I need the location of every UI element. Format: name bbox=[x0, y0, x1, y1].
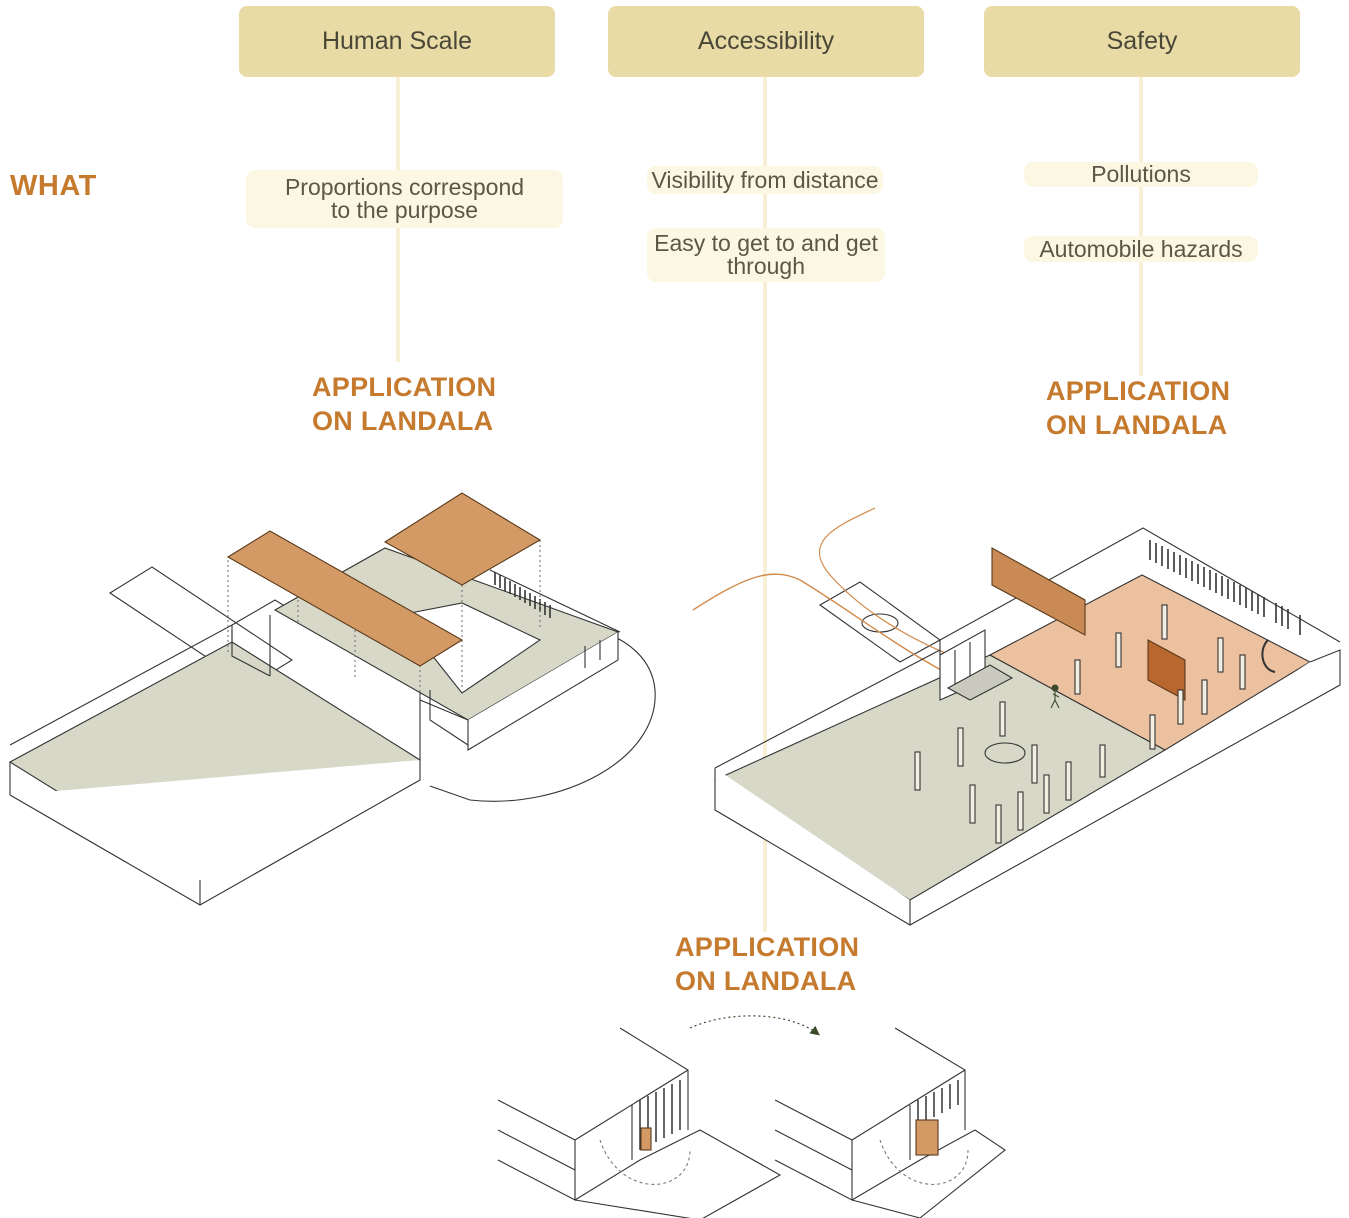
pill-automobile-hazards: Automobile hazards bbox=[1024, 236, 1258, 262]
header-safety: Safety bbox=[984, 6, 1300, 77]
connector-safety bbox=[1139, 76, 1143, 376]
pill-easy-access: Easy to get to and get through bbox=[647, 228, 885, 282]
accessibility-gate-detail-after bbox=[774, 1027, 1006, 1218]
application-label-safety: APPLICATION ON LANDALA bbox=[1046, 376, 1231, 440]
pill-pollutions: Pollutions bbox=[1024, 162, 1258, 187]
pill-visibility: Visibility from distance bbox=[647, 166, 883, 194]
pill-proportions: Proportions correspond to the purpose bbox=[246, 170, 563, 228]
human-scale-axonometric bbox=[8, 492, 656, 906]
accessibility-gate-detail-before bbox=[497, 1027, 782, 1218]
application-label-human-scale: APPLICATION ON LANDALA bbox=[312, 372, 497, 436]
application-label-accessibility: APPLICATION ON LANDALA bbox=[675, 932, 860, 996]
header-human-scale: Human Scale bbox=[239, 6, 555, 77]
parked-car-icon bbox=[984, 742, 1026, 764]
transition-arrow-icon bbox=[689, 1015, 820, 1036]
connector-accessibility bbox=[763, 76, 767, 932]
person-icon bbox=[1050, 684, 1060, 709]
row-label-what: WHAT bbox=[10, 170, 97, 202]
safety-axonometric bbox=[692, 507, 1341, 926]
header-accessibility: Accessibility bbox=[608, 6, 924, 77]
